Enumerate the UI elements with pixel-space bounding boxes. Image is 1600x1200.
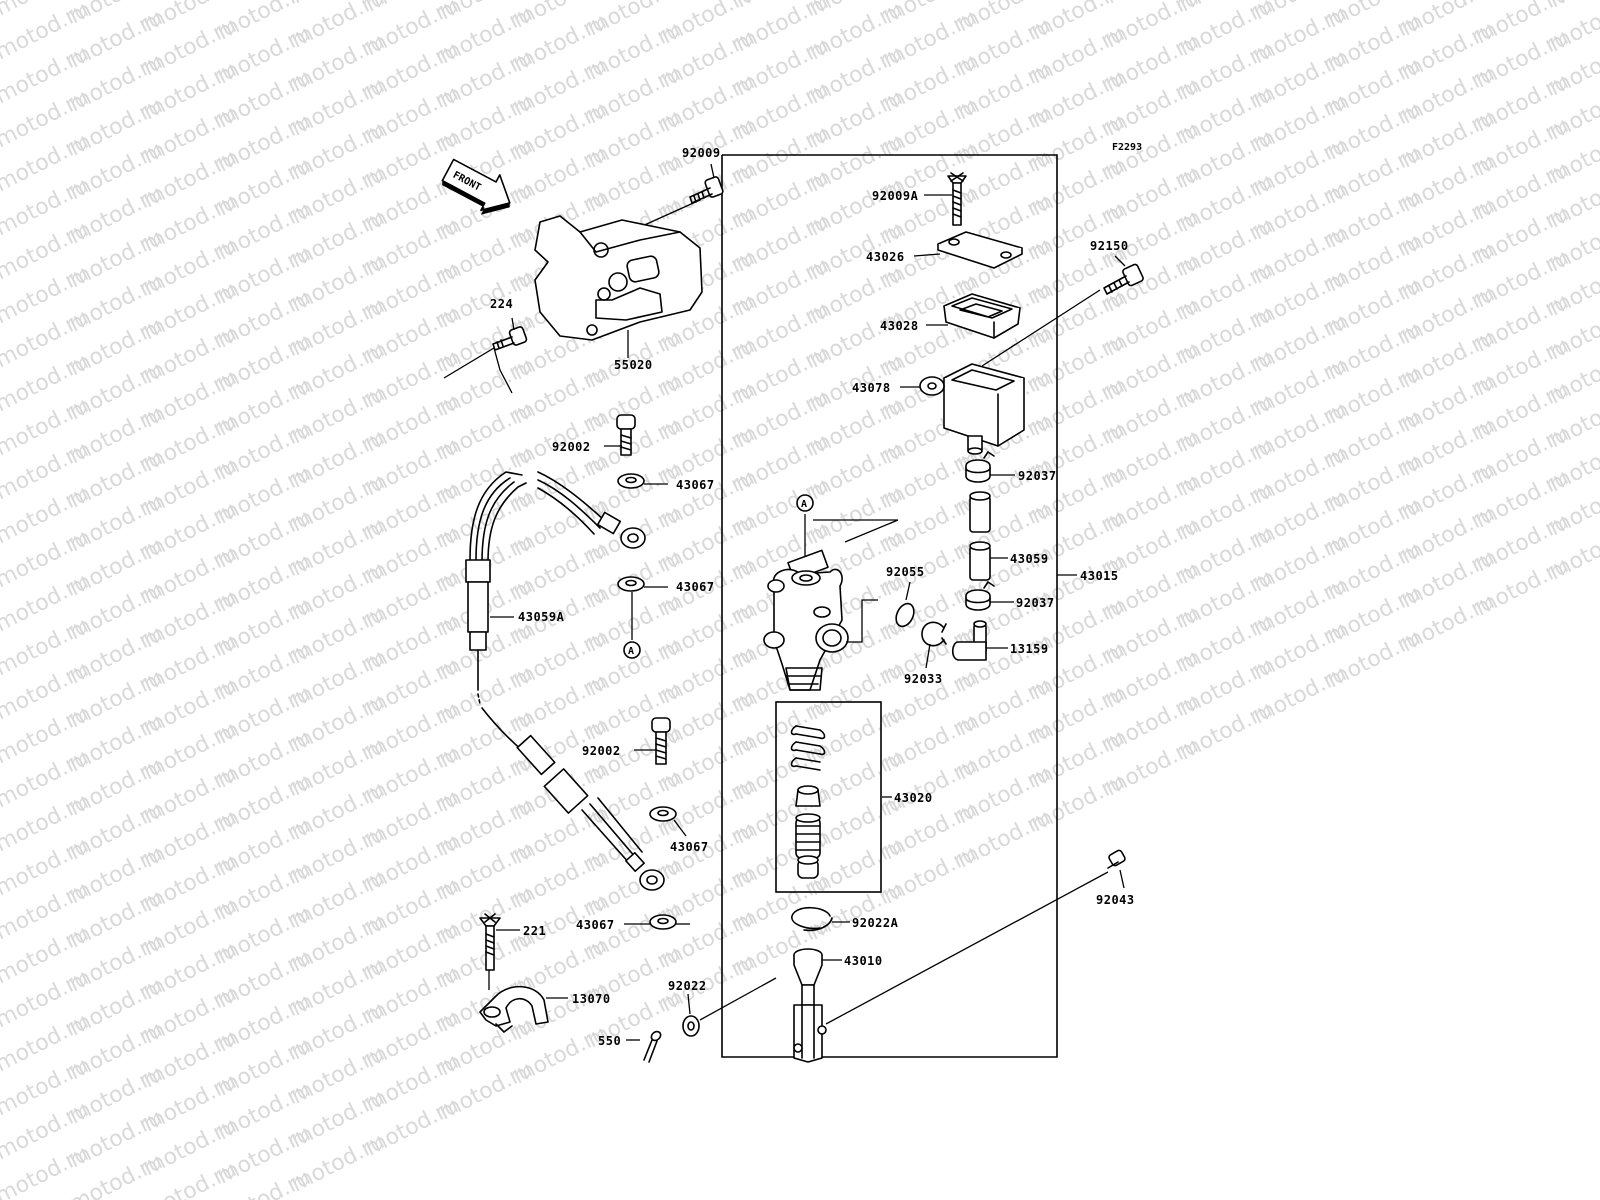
leader-92055-body (846, 599, 878, 643)
callout-labels: 92009 224 55020 92002 43067 43067 43059A… (490, 146, 1135, 1048)
callout-43067-d: 43067 (576, 918, 615, 932)
leader-92150 (1114, 255, 1126, 267)
push-rod-43010 (793, 948, 827, 1063)
reservoir-hose-43059 (969, 541, 991, 581)
hose-segment (969, 491, 991, 533)
diaphragm-43028 (943, 293, 1021, 339)
callout-43015: 43015 (1080, 569, 1119, 583)
circlip-92033 (921, 621, 947, 647)
washer-92022 (682, 1015, 700, 1037)
guard-55020 (534, 215, 703, 341)
callout-550: 550 (598, 1034, 621, 1048)
callout-43028: 43028 (880, 319, 919, 333)
callout-43078: 43078 (852, 381, 891, 395)
banjo-bolt-92002-lower (651, 717, 671, 765)
ref-marker-A-upper-label: A (801, 499, 807, 510)
reservoir-43078 (919, 363, 1025, 455)
hose-fitting-13159 (951, 620, 987, 661)
leader-92055 (905, 581, 911, 601)
leader-224 (511, 317, 515, 331)
ref-code: F2293 (1112, 142, 1142, 153)
assembly-43015-bracket (721, 154, 1058, 1058)
callout-43067-a: 43067 (676, 478, 715, 492)
callout-92002-lower: 92002 (582, 744, 621, 758)
leader-43026 (913, 253, 941, 257)
washer-43067-c (649, 806, 677, 822)
callout-92009A: 92009A (872, 189, 919, 203)
leader-92150-part (981, 289, 1101, 367)
circlip-92022A (791, 906, 833, 932)
callout-13159: 13159 (1010, 642, 1049, 656)
callout-92022: 92022 (668, 979, 707, 993)
leader-92022 (687, 993, 691, 1015)
callout-43067-b: 43067 (676, 580, 715, 594)
leader-A-body (813, 519, 899, 543)
bolt-92150 (1103, 263, 1144, 295)
callout-43059A: 43059A (518, 610, 565, 624)
hose-clip-92037-lower (965, 581, 995, 611)
o-ring-92055 (895, 602, 915, 628)
master-cylinder-body (763, 549, 849, 691)
leader-92033 (925, 643, 931, 669)
callout-43020: 43020 (894, 791, 933, 805)
callout-43059: 43059 (1010, 552, 1049, 566)
callout-43067-c: 43067 (670, 840, 709, 854)
ref-marker-A-lower (623, 641, 641, 659)
clamp-13070 (479, 985, 549, 1033)
callout-55020: 55020 (614, 358, 653, 372)
callout-92022A: 92022A (852, 916, 899, 930)
leader-92043-pin (825, 871, 1109, 1025)
callout-92009: 92009 (682, 146, 721, 160)
callout-92002-upper: 92002 (552, 440, 591, 454)
washer-43067-d (649, 914, 677, 930)
washer-43067-b (617, 576, 645, 592)
hose-clip-92037-upper (965, 451, 995, 483)
bolt-224 (492, 326, 528, 351)
callout-13070: 13070 (572, 992, 611, 1006)
callout-92033: 92033 (904, 672, 943, 686)
callout-43026: 43026 (866, 250, 905, 264)
leader-92022-pin (699, 977, 777, 1021)
callout-221: 221 (523, 924, 546, 938)
leader-92009 (710, 163, 715, 179)
ref-marker-A-upper (796, 494, 814, 512)
screw-92009A (947, 172, 967, 226)
clevis-pin-92043 (1107, 849, 1126, 869)
leader-224-mount (443, 347, 513, 394)
leader-43067-c (673, 819, 687, 837)
callout-43010: 43010 (844, 954, 883, 968)
front-arrow-icon: FRONT (441, 158, 511, 215)
callout-92150: 92150 (1090, 239, 1129, 253)
cotter-pin-550 (643, 1030, 662, 1063)
callout-92043: 92043 (1096, 893, 1135, 907)
assembly-43020-box (775, 701, 882, 893)
screw-221 (479, 913, 501, 971)
callout-92037-lower: 92037 (1016, 596, 1055, 610)
brake-hose-43059A (465, 471, 665, 891)
callout-224: 224 (490, 297, 513, 311)
callout-92055: 92055 (886, 565, 925, 579)
piston-kit-43020 (790, 725, 826, 879)
washer-43067-a (617, 473, 645, 489)
reservoir-cap-43026 (937, 231, 1023, 269)
banjo-bolt-92002-upper (616, 414, 636, 456)
ref-marker-A-lower-label: A (628, 646, 634, 657)
callout-92037-upper: 92037 (1018, 469, 1057, 483)
bolt-92009 (689, 176, 724, 204)
leader-92043 (1119, 869, 1125, 889)
